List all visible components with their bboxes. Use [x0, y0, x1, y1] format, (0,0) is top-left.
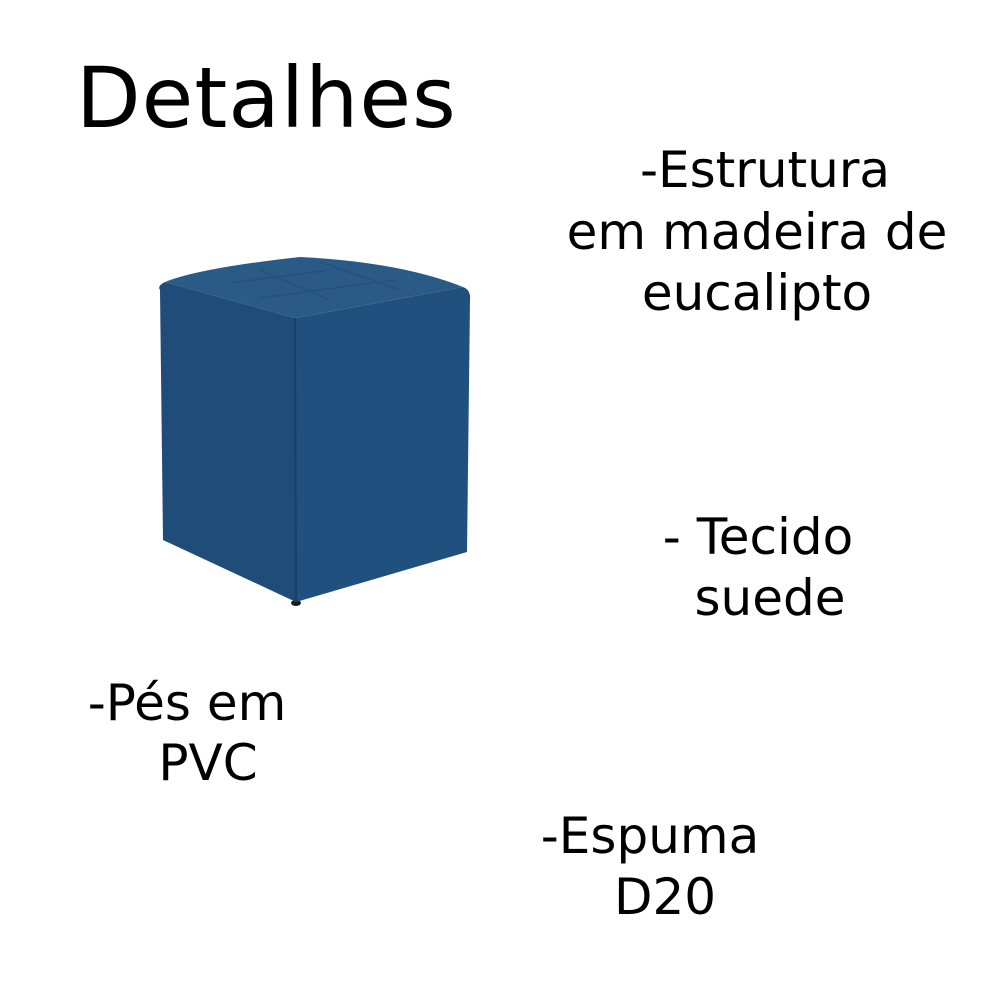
- detail-feet-line-1: -Pés em: [87, 674, 287, 732]
- page-title: Detalhes: [76, 49, 457, 147]
- pouf-top-face: [165, 257, 463, 318]
- detail-structure-line-3: eucalipto: [641, 264, 873, 322]
- detail-feet-line-2: PVC: [158, 734, 258, 792]
- detail-structure-line-1: -Estrutura: [639, 141, 891, 199]
- pouf-foot: [291, 600, 301, 606]
- detail-structure-line-2: em madeira de: [566, 203, 948, 261]
- detail-fabric-line-1: - Tecido: [662, 508, 854, 566]
- pouf-seam: [294, 317, 297, 603]
- detail-fabric-line-2: suede: [694, 569, 846, 627]
- pouf-right-face: [295, 287, 471, 602]
- detail-foam-line-2: D20: [613, 868, 717, 926]
- pouf-left-face: [159, 282, 296, 602]
- detail-foam-line-1: -Espuma: [540, 807, 760, 865]
- pouf-tufting: [229, 261, 401, 301]
